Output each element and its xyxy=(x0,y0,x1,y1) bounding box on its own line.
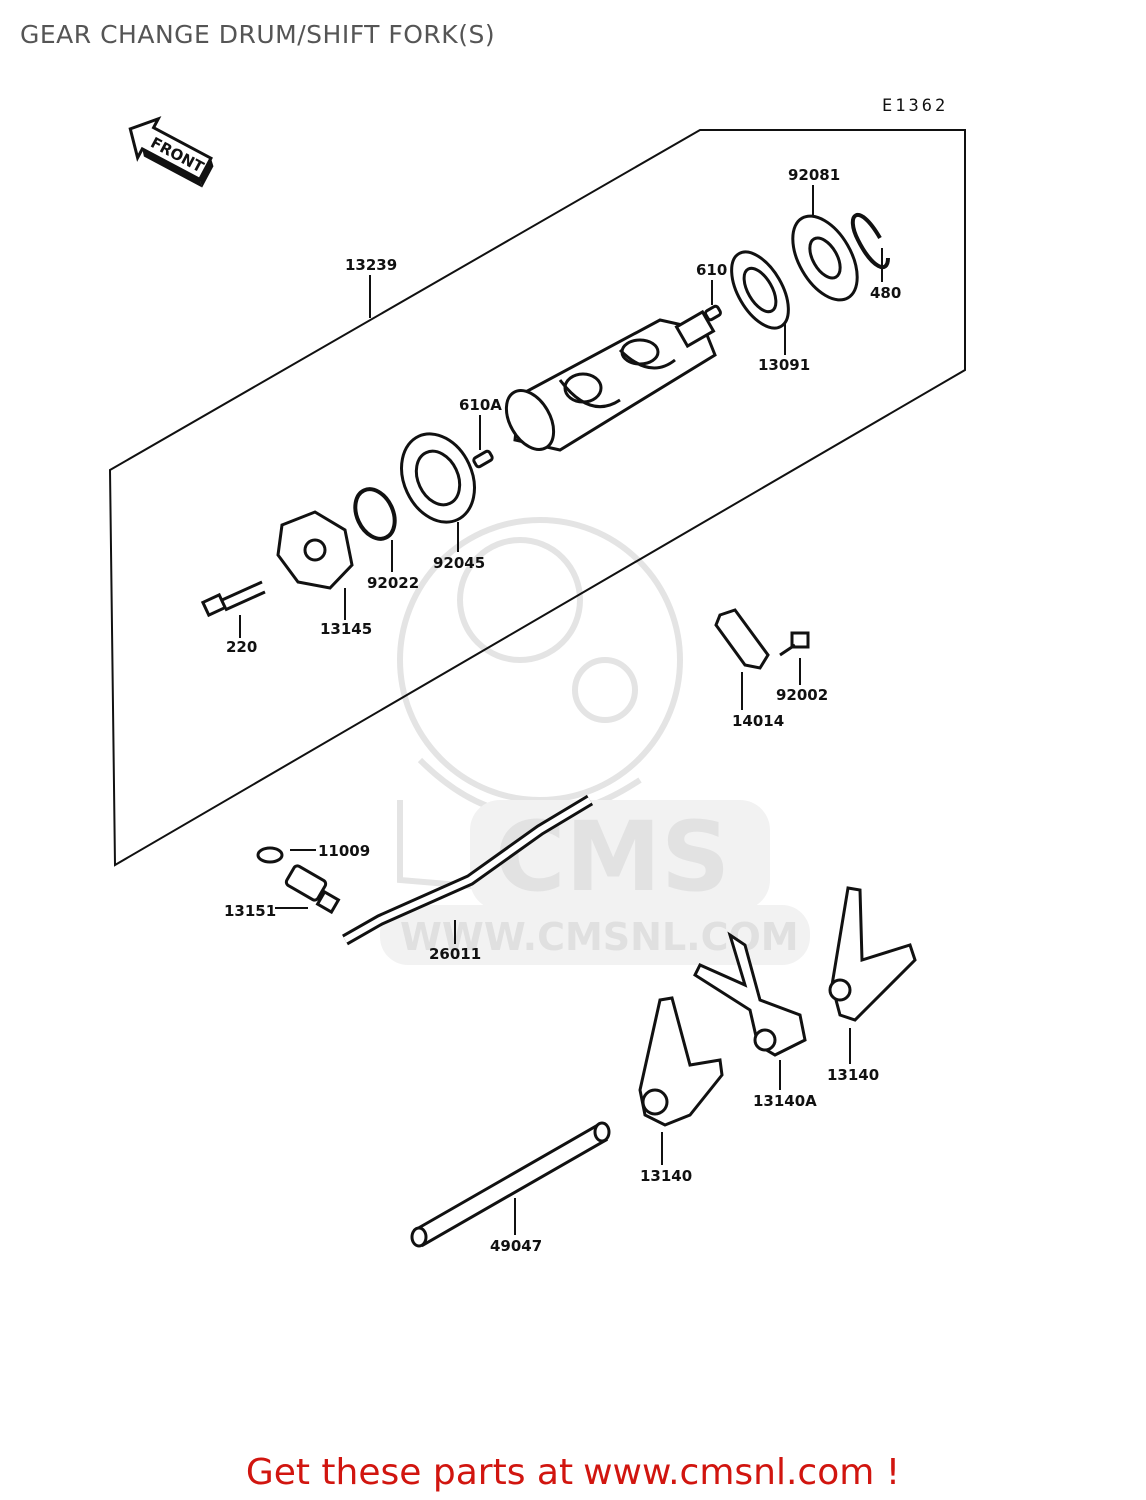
label-610A: 610A xyxy=(459,396,502,414)
label-26011: 26011 xyxy=(429,945,481,963)
front-arrow-icon: FRONT xyxy=(128,116,214,188)
assembly-outline xyxy=(108,129,966,867)
pin-610 xyxy=(704,304,722,322)
label-13239: 13239 xyxy=(345,256,397,274)
cms-watermark: CMS WWW.CMSNL.COM xyxy=(380,517,810,965)
bolt-92002 xyxy=(779,631,810,657)
label-92045: 92045 xyxy=(433,554,485,572)
shaft-49047 xyxy=(410,1121,611,1248)
label-13140-right: 13140 xyxy=(827,1066,879,1084)
shift-fork-13140-right xyxy=(828,886,917,1022)
label-13151: 13151 xyxy=(224,902,276,920)
pin-610A xyxy=(472,449,494,469)
label-92002: 92002 xyxy=(776,686,828,704)
leader-lines xyxy=(239,185,883,1235)
label-92081: 92081 xyxy=(788,166,840,184)
switch-13151 xyxy=(284,864,341,915)
label-11009: 11009 xyxy=(318,842,370,860)
bolt-220 xyxy=(200,580,266,618)
label-13140A: 13140A xyxy=(753,1092,817,1110)
page-title: GEAR CHANGE DRUM/SHIFT FORK(S) xyxy=(20,20,496,49)
shift-drum xyxy=(504,309,717,452)
footer-prefix: Get these parts at xyxy=(245,1452,574,1493)
ring-92022 xyxy=(353,487,397,541)
gear-13091 xyxy=(730,250,790,330)
label-220: 220 xyxy=(226,638,257,656)
label-13140-left: 13140 xyxy=(640,1167,692,1185)
label-49047: 49047 xyxy=(490,1237,542,1255)
bearing-92045 xyxy=(400,432,476,524)
label-13145: 13145 xyxy=(320,620,372,638)
label-480: 480 xyxy=(870,284,901,302)
lever-14014 xyxy=(714,608,770,670)
watermark-logo: CMS xyxy=(495,801,730,913)
footer-url[interactable]: www.cmsnl.com ! xyxy=(583,1452,901,1493)
diagram-code: E1362 xyxy=(882,96,949,116)
cam-13145 xyxy=(276,510,354,590)
washer-11009 xyxy=(256,846,284,864)
shift-fork-13140-left xyxy=(638,996,724,1127)
shift-fork-13140A xyxy=(693,931,807,1057)
plate-92081 xyxy=(791,214,859,302)
label-92022: 92022 xyxy=(367,574,419,592)
label-13091: 13091 xyxy=(758,356,810,374)
circlip-480 xyxy=(850,213,890,270)
label-610: 610 xyxy=(696,261,727,279)
label-14014: 14014 xyxy=(732,712,784,730)
